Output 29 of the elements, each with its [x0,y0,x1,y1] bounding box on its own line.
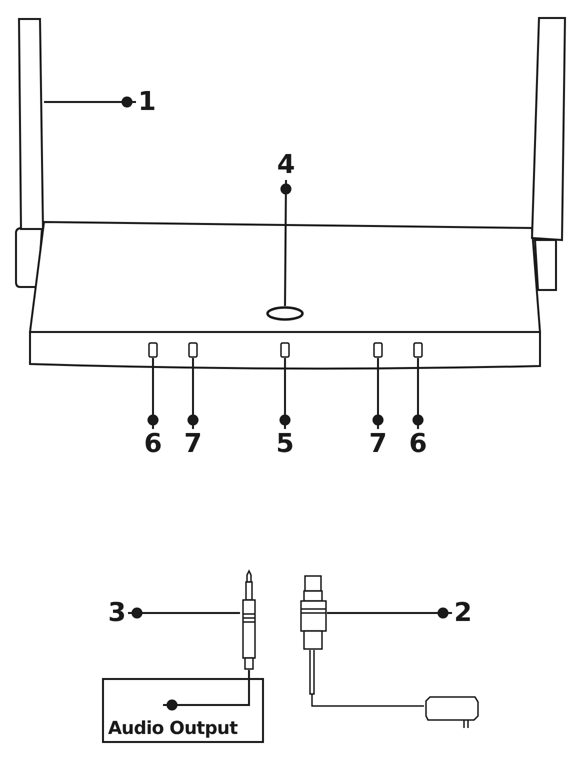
led-indicator [148,342,158,358]
leader-line [188,358,198,429]
callout-number: 7 [368,429,388,459]
callout-number: 3 [106,598,128,628]
led-indicator [280,342,290,358]
leader-line [327,608,452,618]
leader-line [412,358,424,429]
callout-number: 4 [275,150,297,180]
leader-line [280,358,290,429]
button-ring [266,306,304,321]
callout-number: 1 [136,87,158,117]
led-indicator [413,342,423,358]
callout-number: 2 [452,598,474,628]
label-box [102,678,264,743]
led-indicator [373,342,383,358]
callout-number: 7 [183,429,203,459]
callout-number: 6 [408,429,428,459]
callout-number: 5 [275,429,295,459]
box-label: Audio Output [108,718,238,739]
leader-line [280,180,292,306]
leader-line [44,96,136,108]
cable [163,670,250,710]
leader-line [128,608,240,618]
leader-line [372,358,384,429]
audio-jack-plug-drawing [240,570,258,670]
led-indicator [188,342,198,358]
callout-number: 6 [143,429,163,459]
power-plug-drawing [300,575,327,650]
leader-line [148,358,158,429]
